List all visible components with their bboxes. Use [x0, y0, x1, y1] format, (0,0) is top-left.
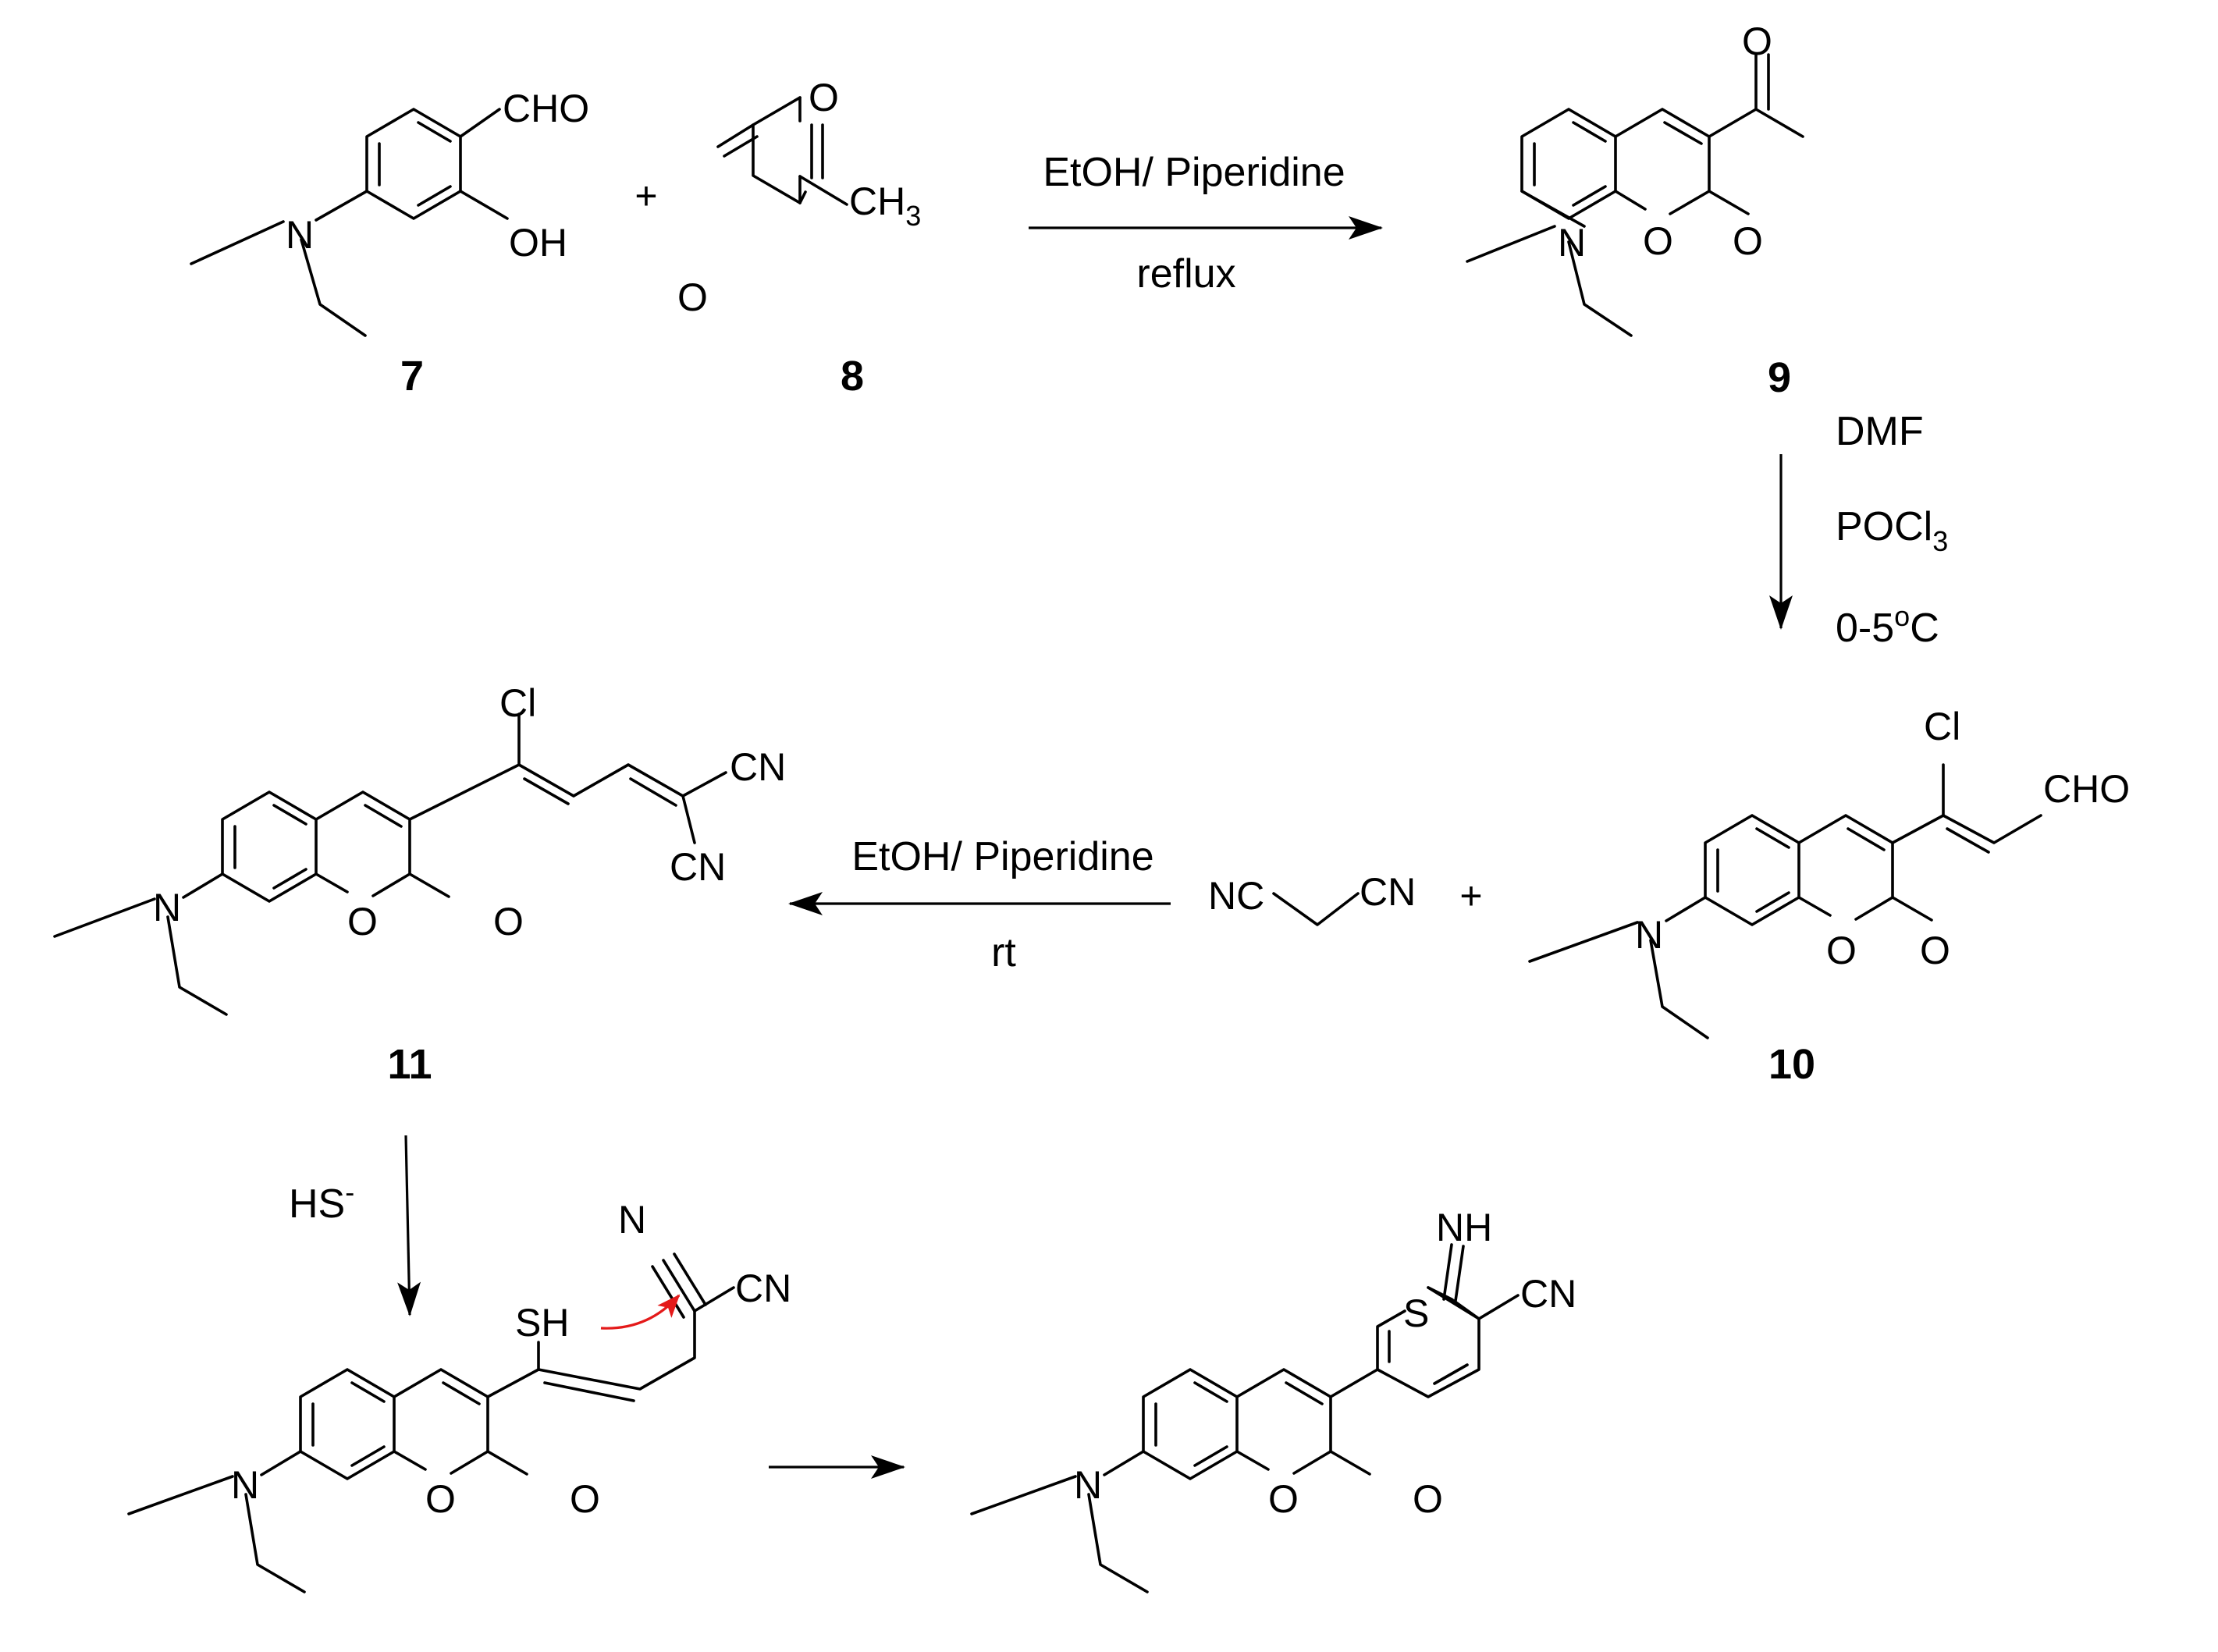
atom-o-11-carbonyl: O [493, 900, 524, 943]
atom-cn-malononitrile: CN [1360, 870, 1416, 914]
atom-n-10: N [1635, 913, 1663, 957]
atom-n-prod: N [1074, 1463, 1102, 1507]
atom-cn-int: CN [735, 1267, 791, 1310]
atom-nh-prod: NH [1436, 1206, 1492, 1249]
atom-o-9-acetyl: O [1742, 20, 1772, 63]
plus-sign-1: + [634, 174, 657, 218]
atom-o-int-carbonyl: O [570, 1477, 600, 1521]
atom-nc-malononitrile: NC [1208, 874, 1264, 918]
condition-step2-line3: 0-5oC [1836, 600, 1939, 651]
atom-cl-11: Cl [499, 681, 536, 725]
malononitrile-structure [1272, 892, 1360, 926]
svg-text:CH3: CH3 [849, 179, 921, 232]
intermediate-structure [127, 1252, 735, 1593]
svg-text:HS-: HS- [289, 1176, 354, 1227]
atom-cl-10: Cl [1924, 705, 1960, 748]
condition-step4: HS- [289, 1176, 354, 1227]
reaction-arrow-step4 [397, 1135, 421, 1316]
atom-o-10-carbonyl: O [1920, 929, 1950, 972]
atom-cn-11a: CN [730, 745, 786, 789]
atom-cho-7: CHO [503, 87, 589, 130]
atom-o-10-ring: O [1826, 929, 1857, 972]
atom-oh-7: OH [509, 221, 567, 265]
atom-cn-11b: CN [670, 845, 726, 889]
atom-n-int: N [231, 1463, 259, 1507]
plus-sign-2: + [1459, 874, 1482, 918]
atom-o-prod-carbonyl: O [1413, 1477, 1443, 1521]
compound-7-structure [190, 108, 509, 337]
atom-n-11: N [153, 886, 181, 929]
atom-n-9: N [1558, 221, 1586, 265]
svg-text:POCl3: POCl3 [1836, 504, 1948, 557]
condition-step2-line1: DMF [1836, 409, 1924, 454]
compound-label-9: 9 [1768, 354, 1791, 401]
svg-text:0-5oC: 0-5oC [1836, 600, 1939, 651]
atom-cn-prod: CN [1520, 1272, 1576, 1316]
atom-sh-int: SH [515, 1301, 569, 1345]
atom-n-int-nitrile: N [618, 1198, 646, 1242]
compound-11-structure [53, 712, 727, 1016]
atom-ch3-8: CH3 [849, 179, 921, 232]
atom-o-9-carbonyl: O [1733, 219, 1763, 263]
condition-step1-top: EtOH/ Piperidine [1043, 150, 1345, 195]
compound-9-structure [1466, 53, 1804, 337]
atom-n-7: N [286, 213, 314, 257]
compound-label-8: 8 [841, 353, 864, 400]
atom-o-11-ring: O [347, 900, 378, 943]
atom-o-int-ring: O [425, 1477, 456, 1521]
compound-10-structure [1528, 763, 2042, 1039]
compound-label-7: 7 [400, 353, 424, 400]
mechanism-curved-arrow [600, 1294, 681, 1330]
condition-step1-bottom: reflux [1136, 251, 1235, 297]
atom-o-8b: O [677, 275, 708, 319]
condition-step3-bottom: rt [991, 930, 1016, 975]
compound-label-10: 10 [1768, 1041, 1815, 1088]
product-structure [970, 1243, 1520, 1593]
compound-label-11: 11 [387, 1041, 432, 1088]
atom-o-prod-ring: O [1268, 1477, 1299, 1521]
atom-o-8a: O [809, 76, 839, 119]
condition-step2-line2: POCl3 [1836, 504, 1948, 557]
atom-s-prod: S [1403, 1291, 1429, 1335]
atom-cho-10: CHO [2043, 767, 2130, 811]
condition-step3-top: EtOH/ Piperidine [851, 834, 1153, 879]
compound-8-structure [716, 96, 848, 206]
atom-o-9-ring: O [1643, 219, 1673, 263]
